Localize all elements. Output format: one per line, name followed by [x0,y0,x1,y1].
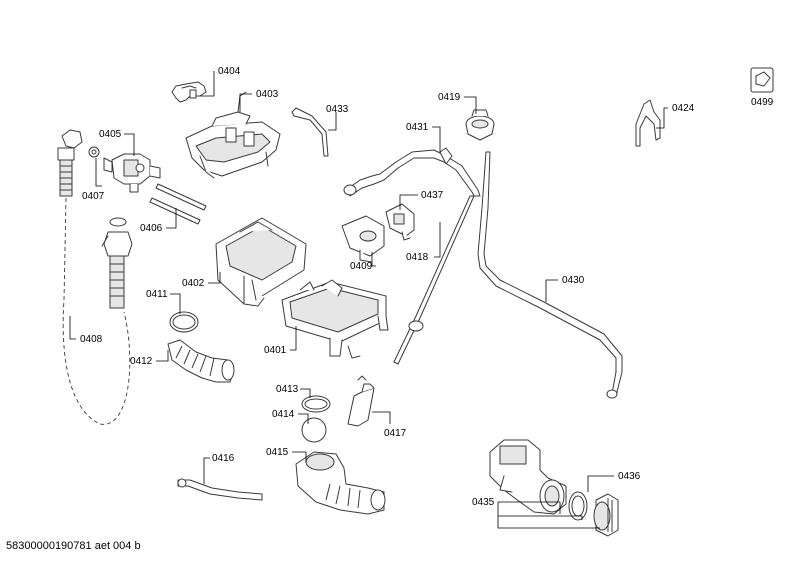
part-0436-filter [593,493,619,537]
label-0408: 0408 [80,334,103,345]
label-0435: 0435 [472,497,495,508]
label-0407: 0407 [82,191,105,202]
part-0401-dispenser-housing [281,279,389,359]
part-0433-tube [291,107,329,157]
part-0416-hose [177,478,263,501]
part-0418-rod [393,195,475,365]
part-0419-connector [465,109,495,141]
document-footer-code: 58300000190781 aet 004 b [6,540,141,552]
label-0409: 0409 [350,261,373,272]
part-0405-inlet-valve [103,153,161,193]
part-0406-rods [149,183,207,225]
part-0404-clip [171,81,207,103]
label-0412: 0412 [130,356,153,367]
part-0402-dispenser-drawer [215,217,307,307]
part-0435-drain-pump [489,439,567,515]
part-0412-bellows-hose [167,339,235,383]
part-0431-hose [343,147,481,197]
label-0402: 0402 [182,278,205,289]
part-0499-kit-icon [750,67,774,93]
label-0404: 0404 [218,66,241,77]
part-0437-latch [385,203,415,241]
label-0431: 0431 [406,122,429,133]
label-0401: 0401 [264,345,287,356]
label-0411: 0411 [146,289,168,300]
leader-lines [69,71,668,529]
part-0415-sump [295,451,386,515]
part-0436-seal-ring [568,491,588,521]
label-0403: 0403 [256,89,279,100]
part-inlet-hose-upper [57,129,83,197]
label-0430: 0430 [562,275,585,286]
label-0424: 0424 [672,103,695,114]
part-0430-hose [477,151,623,399]
part-0417-sensor [347,375,375,427]
label-0405: 0405 [99,129,122,140]
label-0436: 0436 [618,471,641,482]
part-0407-gasket [88,146,100,158]
label-0414: 0414 [272,409,295,420]
label-0437: 0437 [421,190,444,201]
part-0414-ball [301,417,327,443]
label-0416: 0416 [212,453,235,464]
label-0419: 0419 [438,92,461,103]
part-0409-siphon [341,215,385,263]
label-0415: 0415 [266,447,289,458]
part-0413-ring [301,395,331,413]
part-inlet-hose-lower [101,217,133,309]
part-0408-hose-dashed [62,197,131,425]
label-0499: 0499 [751,97,774,108]
label-0433: 0433 [326,104,349,115]
part-0403-valve-assembly [185,91,281,179]
label-0413: 0413 [276,384,299,395]
part-0424-bracket [635,99,661,147]
label-0417: 0417 [384,428,407,439]
label-0406: 0406 [140,223,163,234]
part-0411-ring [169,311,199,333]
label-0418: 0418 [406,252,429,263]
